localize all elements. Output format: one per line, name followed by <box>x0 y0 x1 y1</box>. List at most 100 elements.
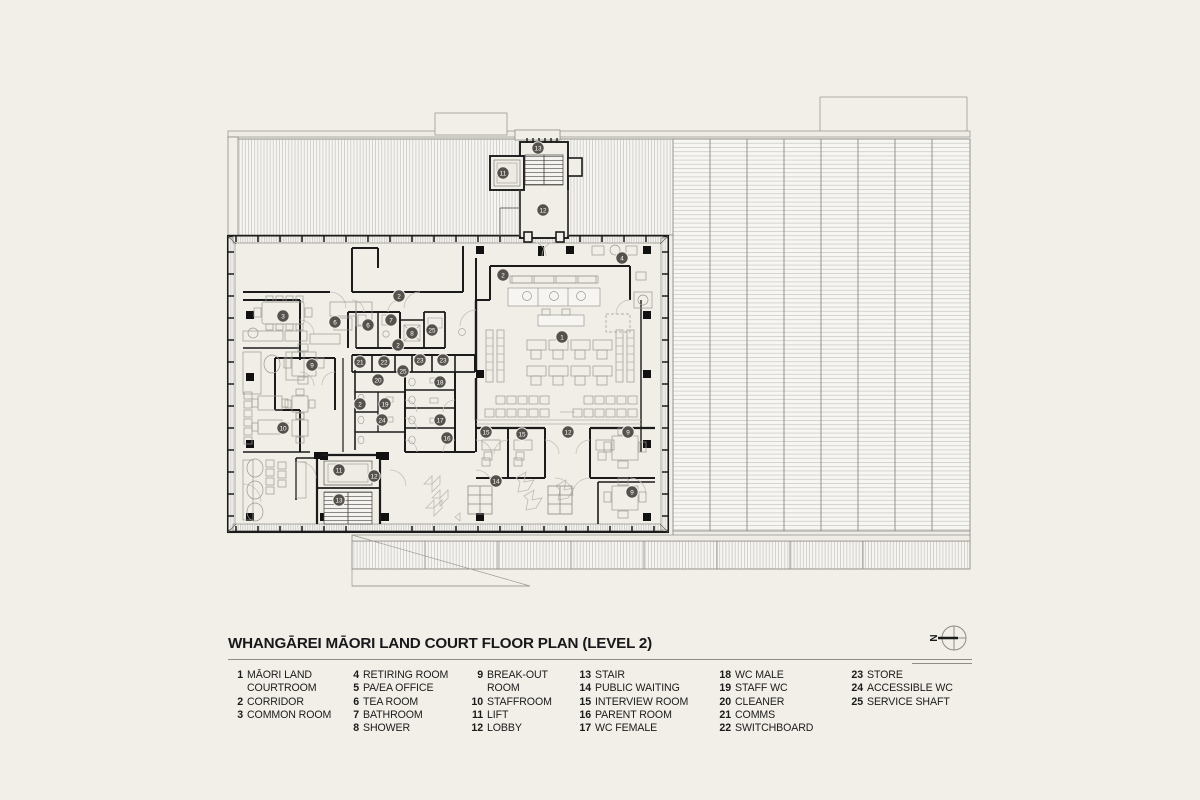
title-divider <box>228 658 972 660</box>
marker-number: 8 <box>410 331 414 338</box>
legend-number: 6 <box>353 695 359 708</box>
marker-number: 24 <box>378 418 386 425</box>
courtroom-furniture <box>484 275 638 418</box>
marker-number: 4 <box>620 256 624 263</box>
legend-label: CLEANER <box>735 695 785 708</box>
marker-disc <box>625 485 639 499</box>
marker-number: 25 <box>399 369 407 376</box>
legend-entry-8: 8 SHOWER <box>344 722 468 735</box>
legend-label: INTERVIEW ROOM <box>595 695 689 708</box>
marker-disc <box>384 313 398 327</box>
room-marker-9: 9 <box>621 425 635 439</box>
marker-number: 23 <box>439 358 447 365</box>
marker-number: 2 <box>358 402 362 409</box>
marker-number: 11 <box>500 171 507 178</box>
legend-label: BREAK-OUT ROOM <box>487 668 548 695</box>
legend-label: CORRIDOR <box>247 695 304 708</box>
room-marker-12: 12 <box>561 425 575 439</box>
legend-label: MĀORI LAND COURTROOM <box>247 668 317 695</box>
marker-disc <box>332 463 346 477</box>
floor-plan-svg: 1311122436678252219212223232520182192417… <box>226 96 971 587</box>
marker-disc <box>396 364 410 378</box>
marker-number: 13 <box>534 146 542 153</box>
marker-number: 22 <box>380 360 388 367</box>
room-marker-4: 4 <box>615 251 629 265</box>
retiring-room-furniture <box>591 244 653 309</box>
marker-disc <box>276 421 290 435</box>
marker-number: 2 <box>501 273 505 280</box>
legend-number: 8 <box>353 722 359 735</box>
legend-number: 9 <box>477 668 483 681</box>
marker-disc <box>440 431 454 445</box>
legend-label: SHOWER <box>363 722 411 735</box>
marker-number: 19 <box>381 402 389 409</box>
legend-number: 19 <box>719 682 731 695</box>
legend-label: STORE <box>867 668 903 681</box>
marker-number: 2 <box>396 343 400 350</box>
room-marker-18: 18 <box>433 375 447 389</box>
marker-number: 21 <box>356 360 364 367</box>
legend-label: WC MALE <box>735 668 784 681</box>
marker-disc <box>361 318 375 332</box>
marker-disc <box>353 355 367 369</box>
north-divider <box>912 663 972 664</box>
room-marker-11: 11 <box>332 463 346 477</box>
marker-disc <box>367 469 381 483</box>
marker-disc <box>392 289 406 303</box>
marker-number: 9 <box>630 490 634 497</box>
legend-label: WC FEMALE <box>595 722 658 735</box>
compass-icon: N <box>929 625 967 651</box>
room-marker-12: 12 <box>367 469 381 483</box>
marker-number: 12 <box>564 430 572 437</box>
marker-number: 6 <box>366 323 370 330</box>
room-marker-16: 16 <box>440 431 454 445</box>
legend-label: SERVICE SHAFT <box>867 695 950 708</box>
room-marker-22: 22 <box>377 355 391 369</box>
nw-room-furniture <box>242 295 373 395</box>
marker-disc <box>615 251 629 265</box>
room-marker-24: 24 <box>375 413 389 427</box>
legend-label: SWITCHBOARD <box>735 722 814 735</box>
marker-number: 17 <box>436 418 444 425</box>
marker-number: 7 <box>389 318 393 325</box>
legend-number: 13 <box>579 668 591 681</box>
marker-disc <box>536 203 550 217</box>
marker-disc <box>496 166 510 180</box>
marker-disc <box>371 373 385 387</box>
marker-number: 2 <box>397 294 401 301</box>
marker-disc <box>436 353 450 367</box>
marker-number: 1 <box>560 335 564 342</box>
marker-disc <box>353 397 367 411</box>
marker-disc <box>377 355 391 369</box>
breakout-room-furniture <box>283 343 325 385</box>
marker-number: 20 <box>374 378 382 385</box>
room-marker-1: 1 <box>555 330 569 344</box>
staffroom-furniture <box>242 388 316 522</box>
legend-label: STAIR <box>595 668 625 681</box>
room-marker-11: 11 <box>496 166 510 180</box>
page-title: WHANGĀREI MĀORI LAND COURT FLOOR PLAN (L… <box>228 635 652 652</box>
roof-plane-right <box>672 138 971 541</box>
legend-label: PA/EA OFFICE <box>363 682 434 695</box>
legend-number: 23 <box>851 668 863 681</box>
legend-number: 20 <box>719 695 731 708</box>
legend-number: 16 <box>579 708 591 721</box>
marker-number: 9 <box>310 363 314 370</box>
legend-label: LIFT <box>487 708 509 721</box>
room-marker-12: 12 <box>536 203 550 217</box>
room-marker-2: 2 <box>391 338 405 352</box>
room-marker-25: 25 <box>396 364 410 378</box>
room-marker-14: 14 <box>489 474 503 488</box>
